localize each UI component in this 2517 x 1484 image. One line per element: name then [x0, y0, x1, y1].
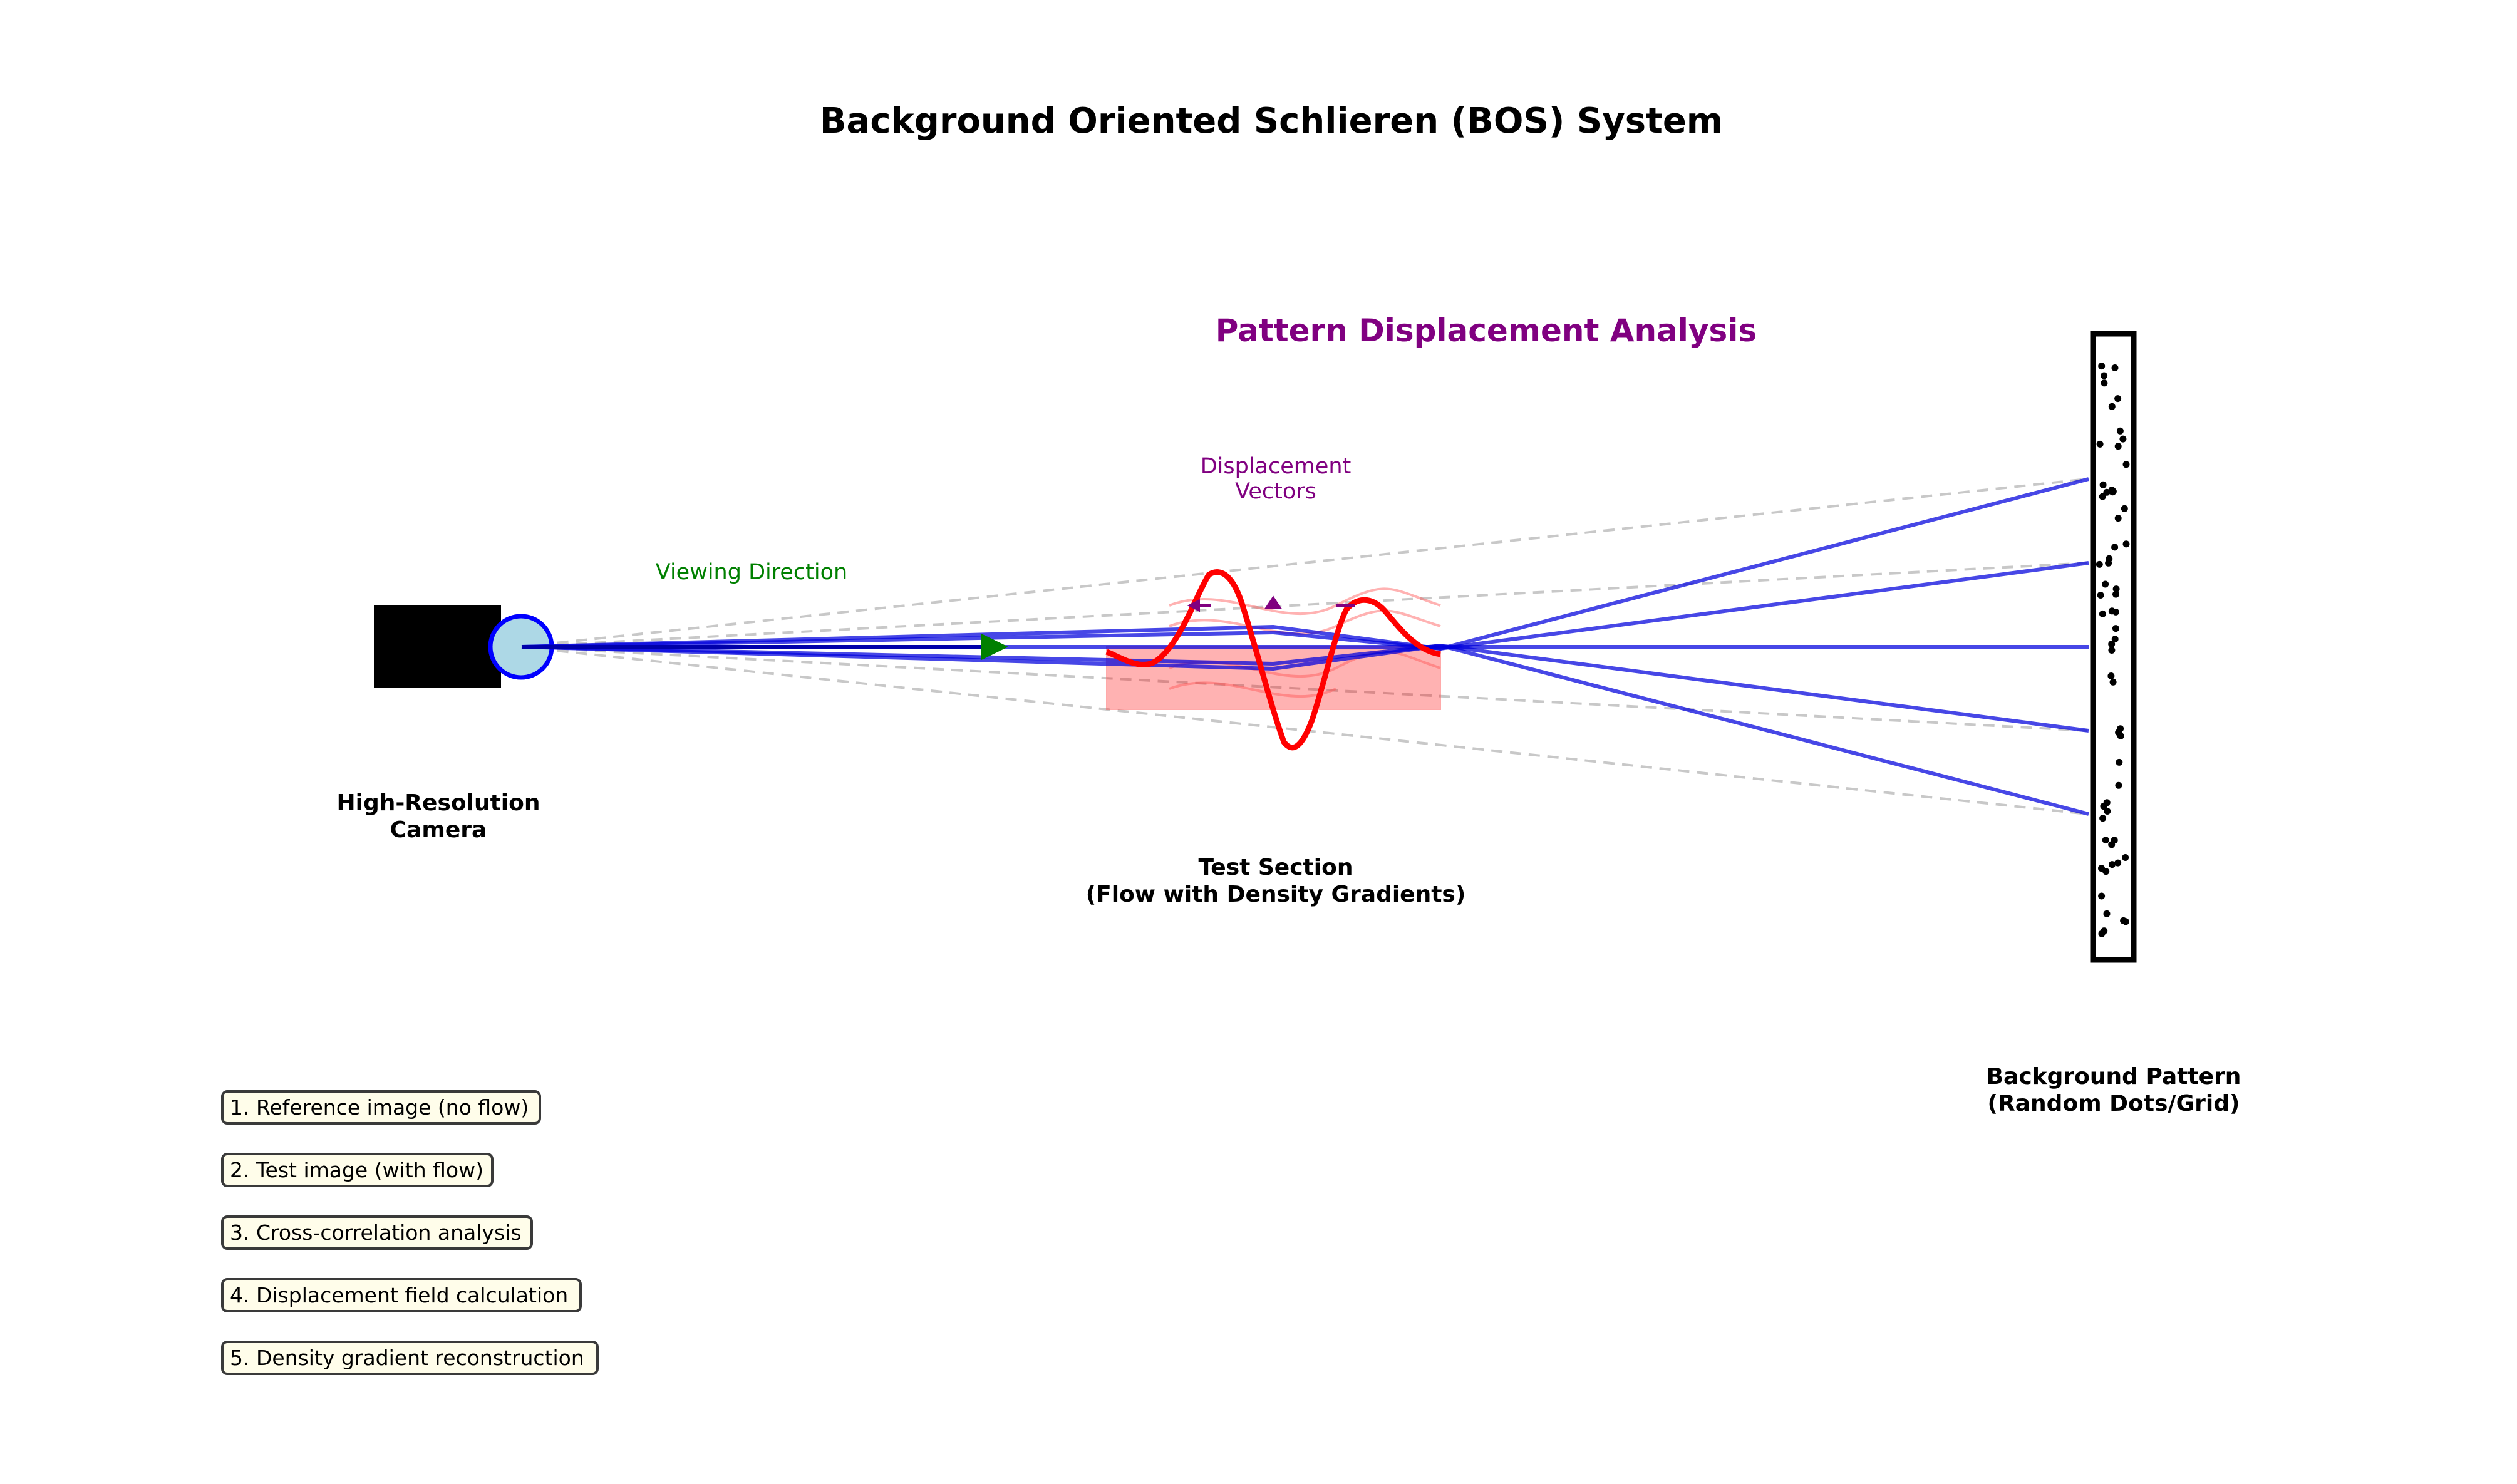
pattern-dot [2097, 592, 2104, 599]
density-gradient-contours [1169, 587, 1441, 698]
background-pattern-label: Background Pattern [1987, 1064, 2241, 1090]
pattern-dot [2104, 808, 2111, 815]
step-text: 5. Density gradient reconstruction [230, 1346, 584, 1370]
pattern-dot [2096, 560, 2103, 568]
pattern-dot [2099, 481, 2107, 488]
light-rays [521, 477, 2089, 816]
pattern-dot [2114, 515, 2122, 522]
test-section-region [1106, 646, 1441, 710]
pattern-dot [2098, 363, 2106, 370]
pattern-dot [2111, 544, 2119, 551]
pattern-dot [2103, 488, 2111, 496]
pattern-dot [2122, 854, 2129, 861]
pattern-dot [2120, 917, 2127, 924]
step-text: 3. Cross-correlation analysis [230, 1220, 522, 1245]
test-section-label-line2: (Flow with Density Gradients) [1086, 882, 1466, 907]
step-text: 1. Reference image (no flow) [230, 1095, 529, 1120]
step-item: 3. Cross-correlation analysis [221, 1215, 533, 1250]
camera-label: High-Resolution [337, 790, 540, 816]
displacement-vectors-label-line2: Vectors [1235, 479, 1316, 504]
pattern-dot [2114, 395, 2122, 403]
pattern-dot [2111, 364, 2119, 371]
pattern-dot [2107, 672, 2115, 679]
displacement-vector [1264, 595, 1282, 609]
pattern-dot [2108, 647, 2116, 654]
pattern-dot [2101, 379, 2108, 387]
step-text: 4. Displacement field calculation [230, 1283, 568, 1307]
pattern-dot [2109, 861, 2116, 868]
pattern-dot [2122, 540, 2130, 548]
pattern-dot [2102, 868, 2110, 875]
pattern-dot [2098, 892, 2106, 900]
pattern-dot [2103, 799, 2111, 806]
pattern-dot [2109, 678, 2117, 686]
pattern-dot [2099, 610, 2106, 617]
pattern-dot [2099, 493, 2106, 500]
displacement-vector-head [1187, 599, 1200, 612]
pattern-dot [2112, 608, 2119, 616]
analysis-title: Pattern Displacement Analysis [1216, 312, 1757, 349]
pattern-dot [2117, 725, 2124, 733]
pattern-dot [2102, 837, 2109, 844]
pattern-dot [2103, 910, 2111, 917]
pattern-dot [2114, 859, 2122, 867]
camera [374, 605, 554, 688]
pattern-dot [2105, 559, 2112, 567]
pattern-dot [2122, 461, 2130, 468]
pattern-dot [2109, 488, 2116, 496]
pattern-dot [2108, 641, 2116, 648]
viewing-direction-label: Viewing Direction [656, 560, 847, 585]
pattern-dot [2096, 440, 2104, 448]
background-pattern-dots [2096, 363, 2130, 937]
displacement-vectors-label: Displacement [1201, 454, 1352, 479]
pattern-dot [2112, 590, 2119, 598]
pattern-dot [2116, 427, 2124, 435]
pattern-dot [2112, 585, 2120, 593]
pattern-dot [2099, 815, 2107, 822]
pattern-dot [2108, 403, 2116, 410]
step-text: 2. Test image (with flow) [230, 1158, 483, 1182]
displacement-vectors [1187, 595, 1355, 612]
pattern-dot [2101, 372, 2108, 379]
step-item: 4. Displacement field calculation [221, 1278, 582, 1312]
pattern-dot [2111, 636, 2119, 643]
pattern-dot [2121, 505, 2128, 512]
pattern-dot [2115, 781, 2122, 789]
step-item: 2. Test image (with flow) [221, 1153, 494, 1187]
camera-label-line2: Camera [390, 817, 487, 843]
pattern-dot [2102, 580, 2109, 588]
test-section-label: Test Section [1199, 855, 1353, 880]
pattern-dot [2112, 625, 2119, 632]
diagram-title: Background Oriented Schlieren (BOS) Syst… [820, 101, 1723, 142]
camera-body [374, 605, 501, 688]
step-item: 1. Reference image (no flow) [221, 1090, 541, 1125]
pattern-dot [2119, 435, 2127, 443]
pattern-dot [2111, 837, 2118, 844]
viewing-direction-arrow [981, 634, 1008, 660]
processing-steps: 1. Reference image (no flow) 2. Test ima… [221, 1090, 599, 1375]
pattern-dot [2116, 758, 2123, 766]
step-item: 5. Density gradient reconstruction [221, 1341, 599, 1375]
refractive-index-profile [1105, 569, 1441, 751]
pattern-dot [2114, 443, 2122, 450]
pattern-dot [2098, 930, 2106, 937]
background-pattern-label-line2: (Random Dots/Grid) [1988, 1091, 2240, 1116]
